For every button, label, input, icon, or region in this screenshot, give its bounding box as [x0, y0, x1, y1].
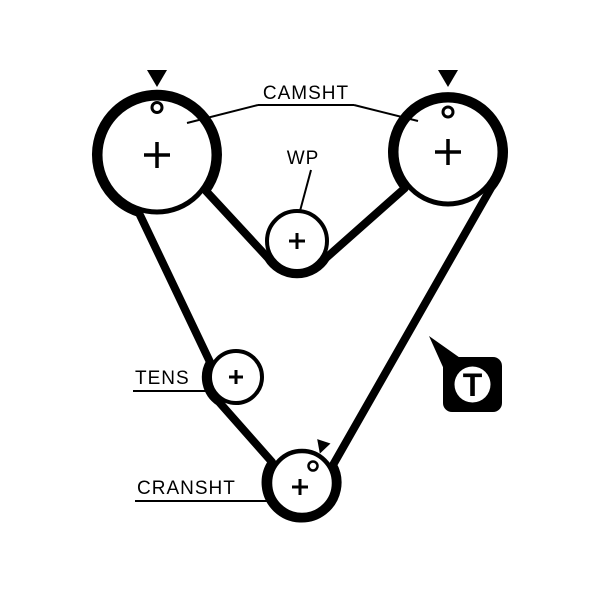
crankshaft-label-group: CRANSHT: [135, 478, 271, 502]
camshaft-right-leader-line: [353, 104, 419, 122]
tensioner-center-mark: [229, 370, 243, 384]
camshaft-label-group: CAMSHT: [186, 83, 419, 124]
camshaft-left-timing-arrow-icon: [147, 70, 167, 87]
water-pump-leader-line: [299, 169, 312, 212]
crankshaft-timing-arrow-icon: [317, 439, 331, 454]
water-pump-pulley: [265, 209, 329, 273]
camshaft-pulley-right: [393, 70, 503, 207]
timing-belt-path: [91, 89, 508, 523]
gates-t-logo: T: [429, 336, 502, 412]
camshaft-left-leader-line: [186, 104, 259, 124]
crankshaft-label: CRANSHT: [137, 478, 236, 499]
water-pump-label-group: WP: [287, 148, 320, 212]
camshaft-right-center-mark: [435, 139, 461, 165]
gates-t-logo-circle: [454, 366, 491, 403]
camshaft-left-center-mark: [144, 142, 170, 168]
tensioner-pulley: [208, 349, 264, 405]
gates-t-logo-letter: T: [463, 367, 483, 403]
tensioner-label-group: TENS: [133, 368, 211, 392]
crankshaft-circle: [267, 448, 337, 518]
water-pump-label: WP: [287, 148, 320, 169]
camshaft-right-timing-arrow-icon: [438, 70, 458, 87]
water-pump-center-mark: [289, 233, 305, 249]
crankshaft-center-mark: [292, 479, 308, 495]
crankshaft-timing-hole: [307, 460, 319, 472]
crankshaft-pulley: [267, 439, 337, 518]
tensioner-label: TENS: [135, 368, 190, 389]
camshaft-left-timing-hole: [150, 101, 164, 114]
camshaft-right-timing-hole: [441, 105, 455, 119]
camshaft-pulley-left: [97, 70, 217, 215]
camshaft-label: CAMSHT: [263, 83, 349, 104]
